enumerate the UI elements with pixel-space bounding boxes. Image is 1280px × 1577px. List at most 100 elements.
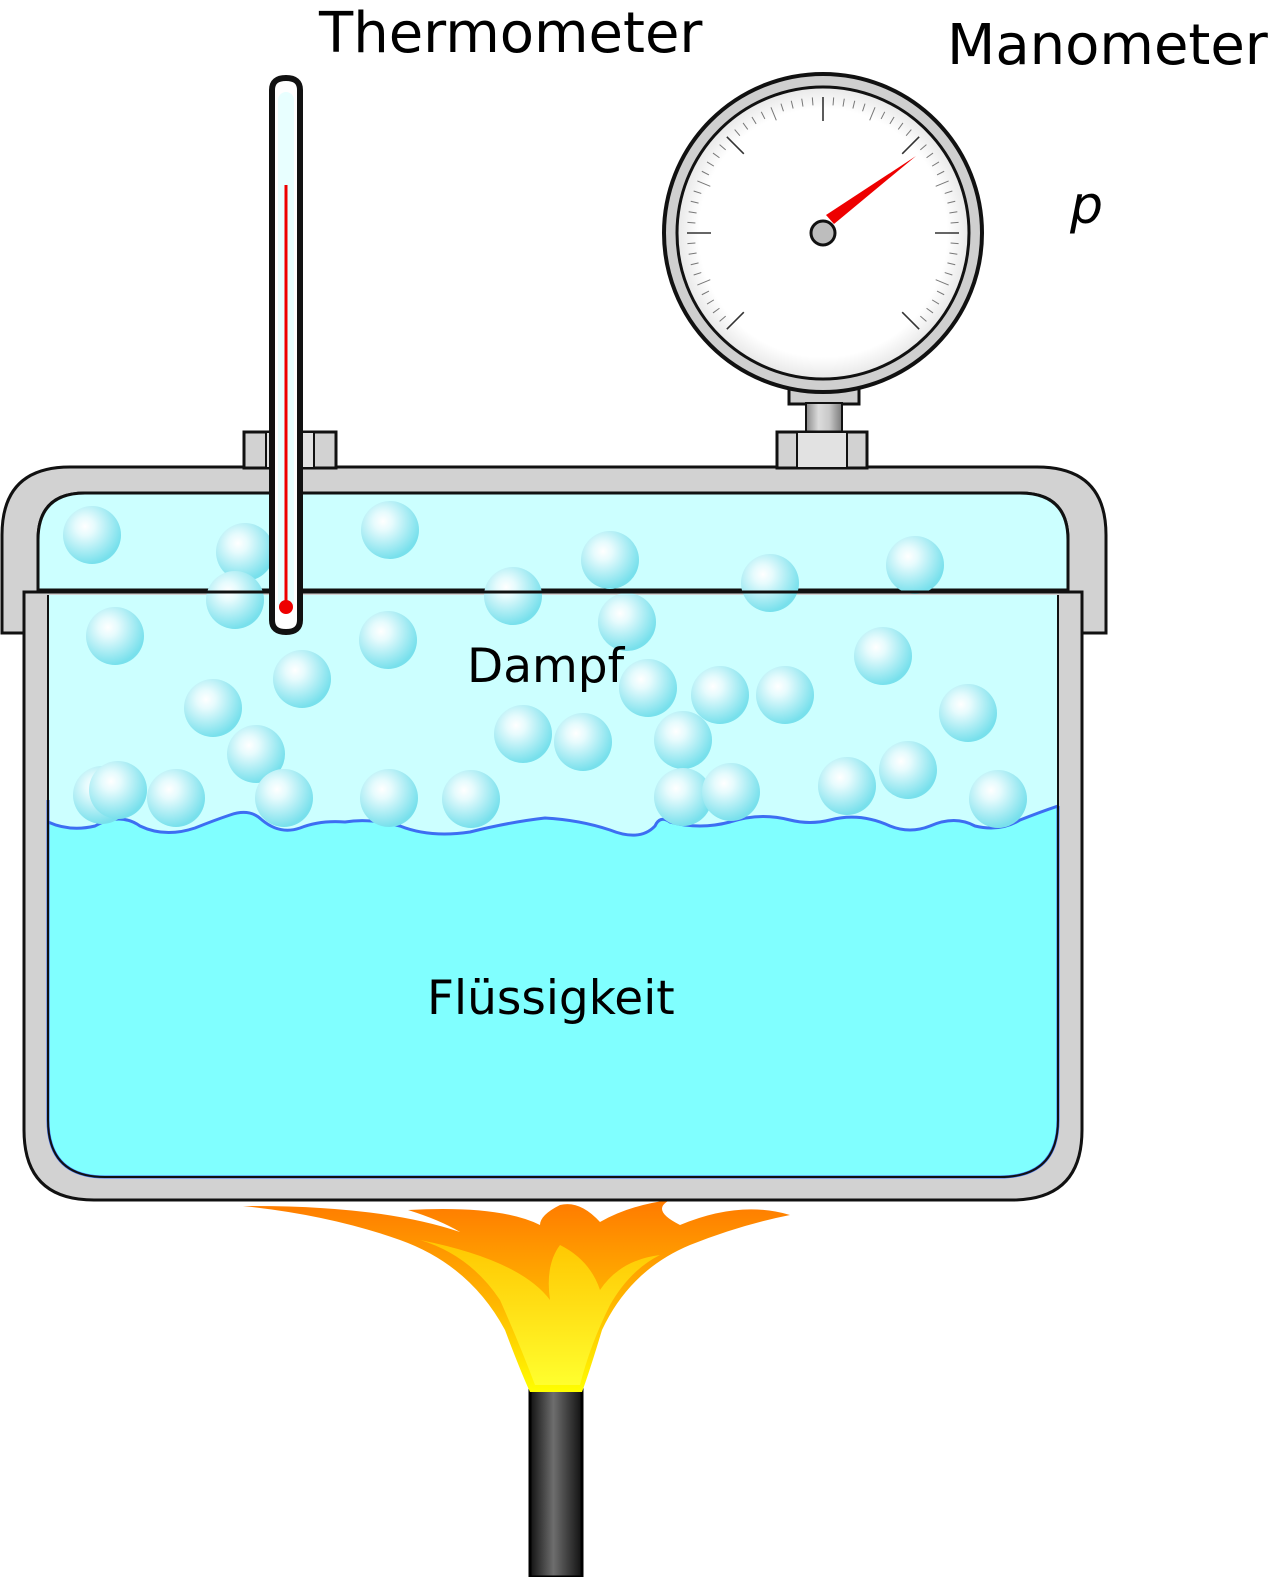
gauge-tick xyxy=(706,299,715,305)
vapor-bubble xyxy=(227,725,285,783)
vapor-bubble xyxy=(702,763,760,821)
vapor-bubble xyxy=(359,611,417,669)
vapor-bubbles xyxy=(63,501,1027,828)
vapor-bubble xyxy=(255,769,313,827)
gauge-tick xyxy=(690,262,699,266)
vapor-bubble xyxy=(216,523,274,581)
liquid-surface xyxy=(48,800,1058,1177)
gauge-tick xyxy=(719,315,726,322)
gauge-scale xyxy=(687,97,959,330)
vapor-bubble xyxy=(654,711,712,769)
gauge-tick xyxy=(950,242,959,245)
gauge-tick xyxy=(862,103,866,112)
gauge-tick xyxy=(742,122,749,130)
gauge-tick xyxy=(905,129,912,136)
vapor-bubble xyxy=(484,567,542,625)
vapor-bubble xyxy=(939,684,997,742)
vapor-bubble xyxy=(886,536,944,594)
vapor-bubble xyxy=(360,769,418,827)
gauge-tick xyxy=(697,180,711,187)
thermometer-label: Thermometer xyxy=(319,1,703,66)
gauge-tick xyxy=(801,98,804,107)
gauge-tick xyxy=(869,107,876,121)
gauge-tick xyxy=(690,200,699,204)
gauge-tick xyxy=(706,161,715,167)
gauge-tick xyxy=(901,311,920,330)
gauge-tick xyxy=(701,290,710,296)
gauge-tick xyxy=(935,180,949,187)
vapor-bubble xyxy=(147,769,205,827)
gauge-tick xyxy=(947,200,956,204)
vapor-bubble xyxy=(854,627,912,685)
liquid-label: Flüssigkeit xyxy=(427,971,675,1026)
gauge-tick xyxy=(897,122,904,130)
gauge-tick xyxy=(944,272,953,276)
gauge-tick xyxy=(901,136,920,155)
burner-tube-icon xyxy=(528,1386,584,1577)
vapor-bubble xyxy=(273,650,331,708)
vapor-bubble xyxy=(86,607,144,665)
gauge-tick xyxy=(687,242,696,245)
gauge-tick xyxy=(687,221,696,224)
vapor-bubble xyxy=(554,713,612,771)
gauge-tick xyxy=(949,252,958,255)
vapor-bubble xyxy=(654,768,712,826)
gauge-tick xyxy=(935,279,949,286)
vapor-bubble xyxy=(581,531,639,589)
gauge-tick xyxy=(726,311,745,330)
gauge-tick xyxy=(949,211,958,214)
gauge-tick xyxy=(719,144,726,151)
gauge-tick xyxy=(790,100,794,109)
vapor-bubble xyxy=(206,571,264,629)
manometer-stem xyxy=(775,386,869,470)
gauge-tick xyxy=(920,144,927,151)
pressure-gauge-icon xyxy=(662,72,984,394)
vapor-bubble xyxy=(691,666,749,724)
gauge-tick xyxy=(701,170,710,176)
vapor-bubble xyxy=(442,770,500,828)
gauge-tick xyxy=(936,170,945,176)
vapor-bubble xyxy=(598,593,656,651)
vapor-bubble xyxy=(818,757,876,815)
vapor-bubble xyxy=(184,679,242,737)
vapor-bubble xyxy=(969,770,1027,828)
gauge-tick xyxy=(947,262,956,266)
flame-icon xyxy=(243,1200,790,1392)
vapor-bubble xyxy=(741,554,799,612)
gauge-tick xyxy=(889,116,895,125)
gauge-tick xyxy=(944,190,953,194)
vapor-bubble xyxy=(63,506,121,564)
gauge-tick xyxy=(726,136,745,155)
gauge-tick xyxy=(734,129,741,136)
thermometer-icon xyxy=(269,74,303,636)
gauge-tick xyxy=(832,97,835,106)
vapor-bubble xyxy=(619,659,677,717)
gauge-tick xyxy=(712,152,720,159)
gauge-tick xyxy=(931,161,940,167)
gauge-tick xyxy=(697,279,711,286)
gauge-tick xyxy=(712,307,720,314)
gauge-tick xyxy=(880,111,886,120)
gauge-tick xyxy=(852,100,856,109)
gauge-tick xyxy=(693,190,702,194)
vapor-bubble xyxy=(361,501,419,559)
manometer-label: Manometer xyxy=(947,13,1268,78)
gauge-tick xyxy=(811,97,814,106)
gauge-tick xyxy=(751,116,757,125)
gauge-tick xyxy=(693,272,702,276)
pressure-symbol: p xyxy=(1070,176,1104,236)
gauge-tick xyxy=(842,98,845,107)
gauge-tick xyxy=(936,290,945,296)
gauge-tick xyxy=(950,221,959,224)
vapor-bubble xyxy=(494,705,552,763)
gauge-tick xyxy=(926,307,934,314)
gauge-tick xyxy=(926,152,934,159)
gauge-tick xyxy=(931,299,940,305)
vapor-bubble xyxy=(879,741,937,799)
gauge-tick xyxy=(688,211,697,214)
vapor-label: Dampf xyxy=(467,639,625,694)
gauge-tick xyxy=(688,252,697,255)
gauge-tick xyxy=(770,107,777,121)
vapor-bubble xyxy=(756,666,814,724)
